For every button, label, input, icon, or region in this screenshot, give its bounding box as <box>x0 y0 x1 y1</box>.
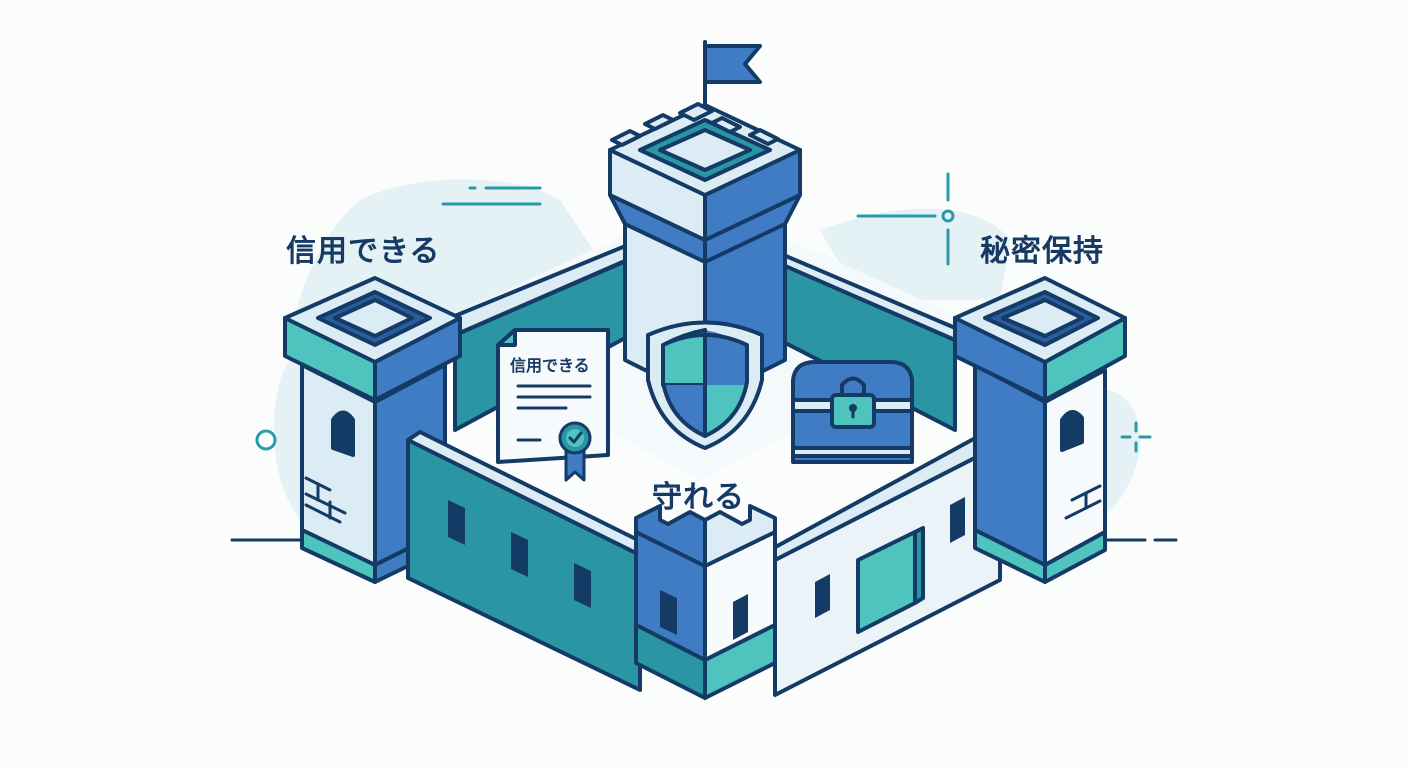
front-wall-right <box>768 428 1002 697</box>
check-icon <box>568 431 583 444</box>
flag-icon <box>703 44 762 84</box>
certificate-document <box>496 328 610 482</box>
label-protectable: 守れる <box>652 480 745 515</box>
front-tower <box>634 504 777 700</box>
certificate-title: 信用できる <box>510 356 590 375</box>
label-confidentiality: 秘密保持 <box>980 234 1104 269</box>
shield-icon <box>646 320 764 450</box>
label-trustworthy: 信用できる <box>286 234 441 269</box>
arched-window <box>331 410 355 457</box>
decorative-lines <box>255 172 1152 453</box>
battlements <box>610 102 780 147</box>
arched-window <box>1060 410 1084 452</box>
treasure-chest-icon <box>791 360 914 464</box>
right-tower <box>953 276 1127 584</box>
front-wall-left <box>406 430 650 692</box>
